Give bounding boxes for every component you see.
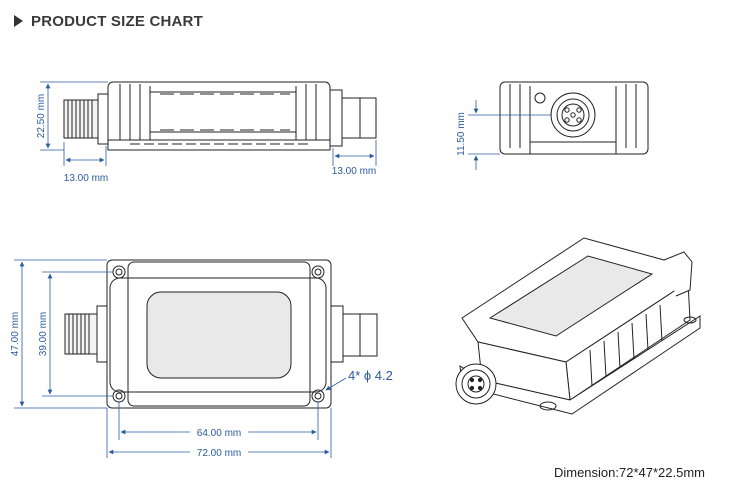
side-view-dimensions	[468, 100, 552, 170]
dim-hole-spacing-h: 64.00 mm	[197, 428, 241, 439]
dim-hole-spacing-v: 39.00 mm	[38, 312, 49, 356]
top-view	[63, 81, 377, 151]
isometric-view	[455, 237, 701, 415]
dim-side-offset: 11.50 mm	[456, 112, 467, 156]
dim-total-width: 72.00 mm	[197, 448, 241, 459]
plan-view	[64, 259, 378, 409]
left-connector	[63, 93, 109, 145]
plan-left-connector	[64, 305, 108, 363]
dim-top-height: 22.50 mm	[36, 94, 47, 138]
section-header: PRODUCT SIZE CHART	[14, 10, 203, 32]
side-view	[499, 81, 649, 155]
triangle-bullet-icon	[14, 15, 23, 27]
dimension-summary: Dimension:72*47*22.5mm	[553, 465, 705, 480]
section-title: PRODUCT SIZE CHART	[31, 12, 203, 30]
dim-right-connector: 13.00 mm	[332, 166, 376, 177]
dim-total-height: 47.00 mm	[10, 312, 21, 356]
dim-left-connector: 13.00 mm	[64, 173, 108, 184]
top-view-ribs	[119, 84, 317, 145]
top-view-dimensions	[40, 81, 377, 166]
plan-right-connector	[330, 305, 378, 363]
side-connector	[550, 92, 596, 138]
right-connector	[329, 89, 377, 147]
iso-front-connector	[455, 363, 497, 405]
hole-callout: 4* ϕ 4.2	[348, 368, 393, 383]
